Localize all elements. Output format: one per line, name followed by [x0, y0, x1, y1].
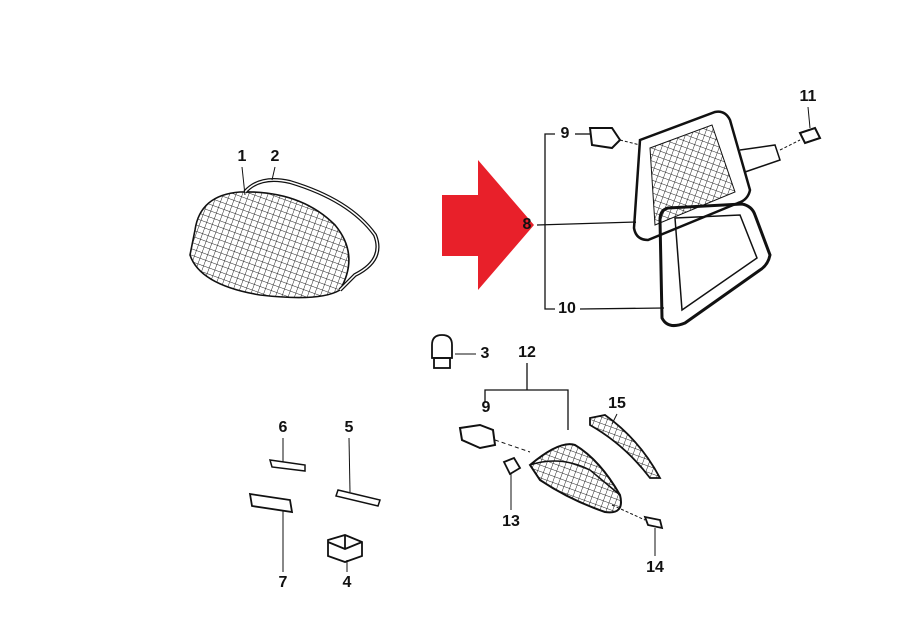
label-part-5: 5 [344, 419, 354, 436]
label-part-7: 7 [278, 574, 288, 591]
part-15-strip [589, 414, 662, 479]
label-part-9: 9 [560, 125, 570, 142]
part-7-sleeve [248, 492, 294, 514]
label-part-2: 2 [270, 148, 280, 165]
part-10-ring [658, 202, 772, 328]
label-part-14: 14 [646, 559, 664, 576]
label-part-1: 1 [237, 148, 247, 165]
part-9-lower-socket [458, 423, 497, 450]
label-part-3: 3 [480, 345, 490, 362]
part-13-nut [502, 456, 522, 476]
label-part-13: 13 [502, 513, 520, 530]
label-part-8: 8 [522, 216, 532, 233]
highlight-arrow [442, 160, 534, 290]
part-14-screw [643, 515, 664, 530]
part-12-indicator [528, 443, 622, 514]
label-part-9-lower: 9 [481, 399, 491, 416]
part-3-bulb [431, 334, 476, 369]
part-4-connector [327, 534, 363, 563]
part-9-socket [588, 127, 622, 150]
label-part-15: 15 [608, 395, 626, 412]
label-part-11: 11 [799, 88, 817, 105]
part-6-terminal [268, 459, 306, 472]
part-5-terminal [335, 489, 381, 507]
label-part-6: 6 [278, 419, 288, 436]
label-part-4: 4 [342, 574, 352, 591]
part-1-lens [189, 191, 350, 299]
part-8-housing [632, 110, 752, 242]
label-part-10: 10 [558, 300, 576, 317]
label-part-12: 12 [518, 344, 536, 361]
part-11-screw [798, 126, 822, 145]
